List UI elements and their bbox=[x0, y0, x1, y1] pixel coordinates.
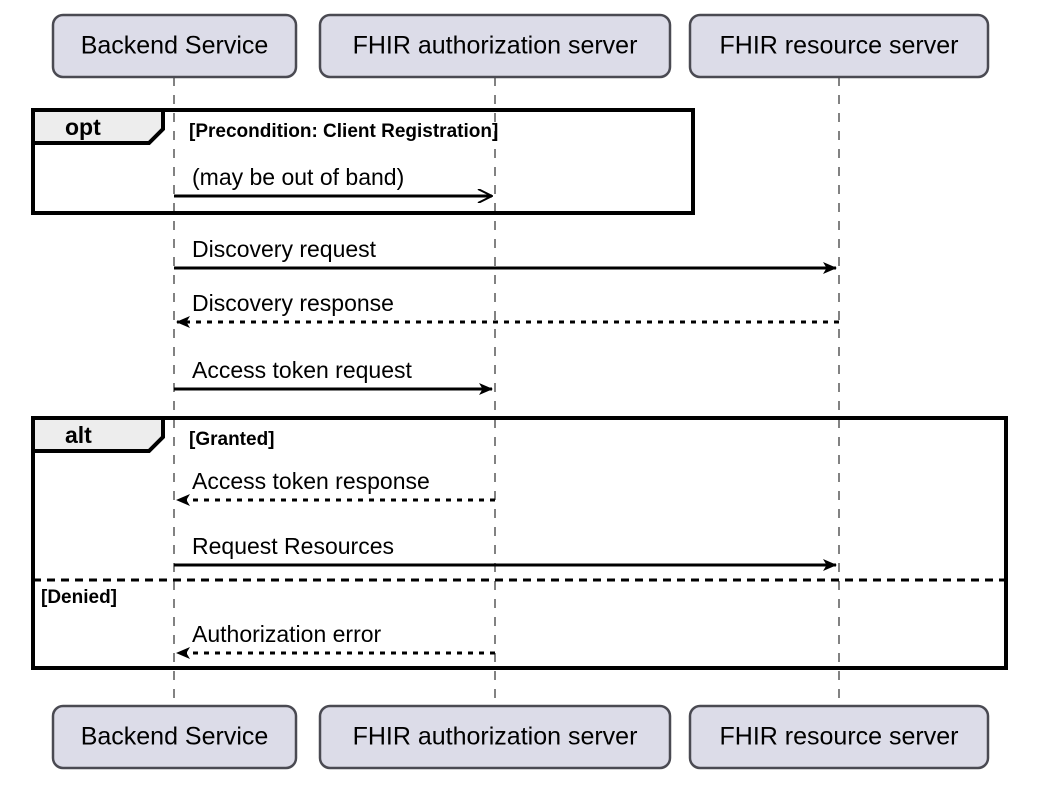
message-m2: Discovery request bbox=[174, 236, 837, 274]
message-m3: Discovery response bbox=[176, 290, 839, 328]
participant-box[interactable] bbox=[51, 13, 298, 79]
message-label: Access token response bbox=[192, 468, 430, 494]
participant-box[interactable] bbox=[688, 13, 990, 79]
fragment-operator-label: opt bbox=[65, 114, 101, 140]
fragment-operator-tab bbox=[31, 108, 165, 145]
fragment-operator-tab bbox=[31, 416, 165, 453]
participant-label: FHIR resource server bbox=[720, 32, 959, 60]
message-label: Request Resources bbox=[192, 533, 394, 559]
lifelines-group bbox=[173, 77, 840, 706]
fragment-guard-label: [Precondition: Client Registration] bbox=[189, 121, 498, 142]
participant-label: FHIR resource server bbox=[720, 723, 959, 751]
fragment-border bbox=[31, 108, 695, 215]
fragment-guard-label: [Granted] bbox=[189, 429, 275, 450]
message-m7: Authorization error bbox=[176, 621, 495, 659]
participant-footer-ressrv[interactable]: FHIR resource server bbox=[688, 704, 990, 770]
participant-label: FHIR authorization server bbox=[353, 32, 638, 60]
message-m1: (may be out of band) bbox=[174, 164, 492, 196]
fragment-border bbox=[31, 416, 1008, 670]
participant-header-authsrv[interactable]: FHIR authorization server bbox=[318, 13, 672, 79]
participant-box[interactable] bbox=[51, 704, 298, 770]
message-m6: Request Resources bbox=[174, 533, 837, 571]
message-label: Access token request bbox=[192, 357, 413, 383]
participant-label: Backend Service bbox=[81, 723, 269, 751]
message-label: (may be out of band) bbox=[192, 164, 404, 190]
messages-group: (may be out of band) Discovery requestDis… bbox=[174, 164, 839, 659]
participant-footer-authsrv[interactable]: FHIR authorization server bbox=[318, 704, 672, 770]
message-label: Discovery request bbox=[192, 236, 377, 262]
participant-box[interactable] bbox=[688, 704, 990, 770]
participant-header-ressrv[interactable]: FHIR resource server bbox=[688, 13, 990, 79]
fragment-alt-authorization: alt [Granted] [Denied] bbox=[31, 416, 1008, 670]
participant-box[interactable] bbox=[318, 13, 672, 79]
fragment-section-guard-label: [Denied] bbox=[41, 587, 117, 608]
message-m5: Access token response bbox=[176, 468, 495, 506]
message-m4: Access token request bbox=[174, 357, 493, 395]
message-label: Discovery response bbox=[192, 290, 394, 316]
participant-label: Backend Service bbox=[81, 32, 269, 60]
participant-box[interactable] bbox=[318, 704, 672, 770]
message-label: Authorization error bbox=[192, 621, 382, 647]
participant-footer-backend[interactable]: Backend Service bbox=[51, 704, 298, 770]
fragment-opt-precondition: opt [Precondition: Client Registration] bbox=[31, 108, 695, 215]
participant-label: FHIR authorization server bbox=[353, 723, 638, 751]
fragments-group: opt [Precondition: Client Registration] al… bbox=[31, 108, 1008, 670]
fragment-operator-label: alt bbox=[65, 422, 92, 448]
participant-header-backend[interactable]: Backend Service bbox=[51, 13, 298, 79]
